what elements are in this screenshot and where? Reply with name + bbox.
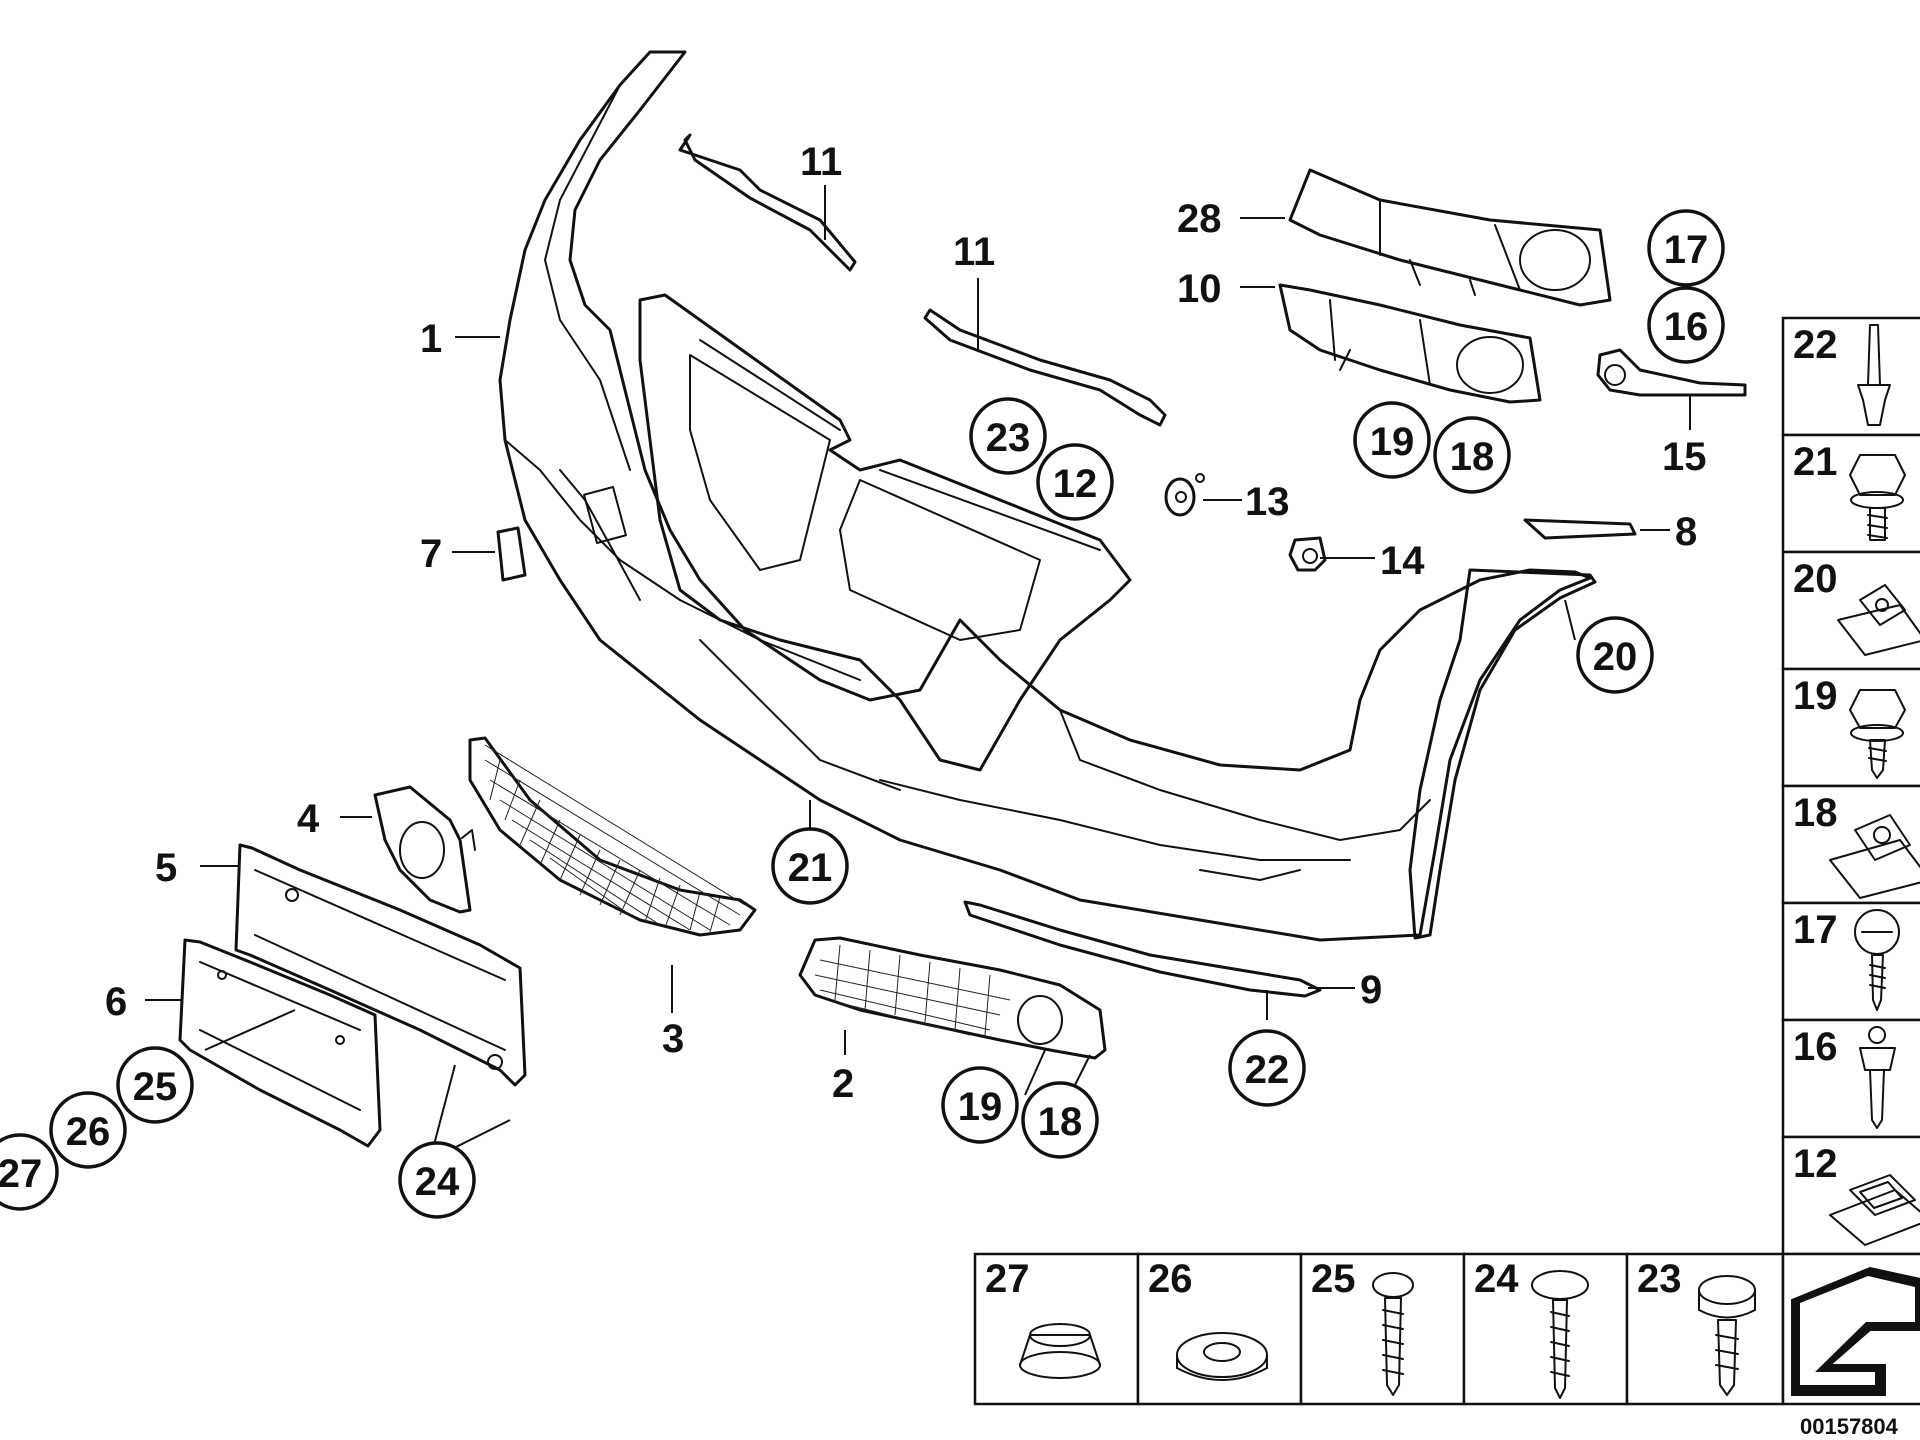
svg-text:27: 27 <box>0 1152 42 1196</box>
side-bracket <box>1596 348 1747 397</box>
screw-23-icon <box>1698 1275 1756 1396</box>
tow-hook-cover <box>496 526 527 582</box>
mounting-plate-8 <box>1523 518 1637 540</box>
side-lower-grille <box>798 936 1107 1060</box>
spoiler-strip-9 <box>963 900 1322 998</box>
callout-9: 9 <box>1360 968 1382 1012</box>
circled-19-lower: 19 <box>941 1066 1019 1144</box>
rivet-icon <box>1857 324 1891 426</box>
svg-text:25: 25 <box>133 1065 178 1109</box>
svg-text:23: 23 <box>986 416 1031 460</box>
callout-labels: 1 11 11 7 13 14 8 28 10 15 4 5 6 3 2 9 <box>105 140 1707 1106</box>
circled-22: 22 <box>1228 1029 1306 1107</box>
legend-label-23: 23 <box>1637 1257 1682 1301</box>
flange-screw-icon <box>1849 689 1906 779</box>
side-legend: 22 21 20 19 18 17 16 12 <box>1781 316 1920 1256</box>
callout-7: 7 <box>420 532 442 576</box>
circled-18-upper: 18 <box>1433 416 1511 494</box>
callout-28: 28 <box>1177 197 1222 241</box>
circled-19-upper: 19 <box>1353 401 1431 479</box>
expansion-rivet-icon <box>1859 1026 1896 1129</box>
hex-screw-icon <box>1849 454 1906 541</box>
legend-label-21: 21 <box>1793 440 1838 484</box>
svg-text:24: 24 <box>415 1160 460 1204</box>
callout-14: 14 <box>1380 539 1425 583</box>
callout-2: 2 <box>832 1062 854 1106</box>
svg-text:26: 26 <box>66 1110 111 1154</box>
circled-18-lower: 18 <box>1021 1081 1099 1159</box>
kidney-grille-frame <box>638 293 1132 772</box>
svg-text:12: 12 <box>1053 462 1098 506</box>
leader-lines <box>145 185 1691 1161</box>
circled-27: 27 <box>0 1133 59 1211</box>
svg-text:19: 19 <box>958 1085 1003 1129</box>
svg-text:19: 19 <box>1370 420 1415 464</box>
square-clip-icon <box>1829 1174 1920 1246</box>
svg-text:22: 22 <box>1245 1048 1290 1092</box>
legend-label-26: 26 <box>1148 1257 1193 1301</box>
circled-23: 23 <box>969 397 1047 475</box>
legend-label-17: 17 <box>1793 908 1838 952</box>
document-number: 00157804 <box>1800 1414 1899 1439</box>
circled-25: 25 <box>116 1046 194 1124</box>
center-lower-grille <box>468 736 757 937</box>
side-trim-panel <box>1408 568 1597 940</box>
circled-20: 20 <box>1576 616 1654 694</box>
callout-6: 6 <box>105 980 127 1024</box>
washer-icon <box>1176 1332 1268 1381</box>
legend-label-25: 25 <box>1311 1257 1356 1301</box>
clip-nut-icon <box>1829 814 1920 899</box>
nut-part-14 <box>1288 536 1327 572</box>
callout-11-lower: 11 <box>953 230 995 274</box>
circled-12: 12 <box>1036 443 1114 521</box>
legend-label-22: 22 <box>1793 323 1838 367</box>
license-plate-holder <box>178 938 382 1148</box>
fog-light-cover <box>373 785 476 914</box>
speed-nut-icon <box>1837 584 1920 656</box>
callout-1: 1 <box>420 317 442 361</box>
screw-24-icon <box>1531 1270 1589 1399</box>
svg-text:18: 18 <box>1038 1100 1083 1144</box>
callout-5: 5 <box>155 846 177 890</box>
bumper-cover <box>498 50 1592 942</box>
license-plate-base <box>234 843 527 1087</box>
circled-16: 16 <box>1647 286 1725 364</box>
bottom-legend: 27 26 25 24 23 <box>973 1252 1920 1406</box>
callout-15: 15 <box>1662 435 1707 479</box>
grommet-icon <box>1019 1323 1101 1379</box>
legend-label-12: 12 <box>1793 1142 1838 1186</box>
circled-24: 24 <box>398 1141 476 1219</box>
callout-8: 8 <box>1675 510 1697 554</box>
trim-strip-lower <box>923 308 1167 427</box>
svg-text:21: 21 <box>788 846 833 890</box>
callout-10: 10 <box>1177 267 1222 311</box>
legend-label-16: 16 <box>1793 1025 1838 1069</box>
clip-part-13 <box>1164 473 1205 517</box>
circled-26: 26 <box>49 1091 127 1169</box>
direction-arrow-icon <box>1791 1266 1920 1396</box>
circled-callouts: 12 23 17 16 19 18 20 21 22 19 18 24 25 2… <box>0 209 1725 1219</box>
callout-3: 3 <box>662 1017 684 1061</box>
callout-11-upper: 11 <box>800 140 842 184</box>
legend-label-24: 24 <box>1474 1257 1519 1301</box>
svg-text:20: 20 <box>1593 635 1638 679</box>
legend-label-18: 18 <box>1793 791 1838 835</box>
circled-21: 21 <box>771 827 849 905</box>
callout-13: 13 <box>1245 480 1290 524</box>
legend-label-19: 19 <box>1793 674 1838 718</box>
screw-25-icon <box>1372 1272 1414 1396</box>
svg-text:16: 16 <box>1664 305 1709 349</box>
legend-label-20: 20 <box>1793 557 1838 601</box>
trim-strip-upper <box>678 133 857 272</box>
legend-label-27: 27 <box>985 1257 1030 1301</box>
svg-text:17: 17 <box>1664 228 1709 272</box>
svg-text:18: 18 <box>1450 435 1495 479</box>
bracket-upper <box>1288 168 1612 307</box>
bracket-lower <box>1278 283 1542 404</box>
pan-screw-icon <box>1854 909 1900 1011</box>
circled-17: 17 <box>1647 209 1725 287</box>
callout-4: 4 <box>297 797 320 841</box>
